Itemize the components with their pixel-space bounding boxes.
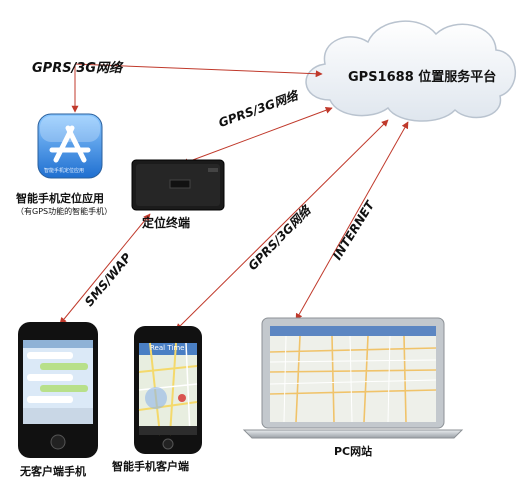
pc-title: PC网站: [334, 445, 373, 458]
arrow-internet: [295, 121, 409, 321]
laptop-device: [242, 317, 464, 439]
basic-phone-device: [18, 322, 98, 458]
gps-terminal-device: [131, 159, 225, 211]
terminal-title: 定位终端: [142, 216, 191, 230]
smart-phone-device: [134, 326, 202, 454]
platform-label: GPS1688 位置服务平台: [348, 70, 497, 85]
app-title: 智能手机定位应用: [16, 192, 104, 205]
app-store-icon: [37, 113, 103, 179]
cloud-platform: [305, 20, 516, 122]
arrow-gprs-top: [74, 63, 323, 78]
smart-phone-title: 智能手机客户端: [112, 460, 189, 473]
basic-phone-title: 无客户端手机: [20, 465, 86, 478]
app-subtitle: （有GPS功能的智能手机）: [16, 207, 113, 216]
app-icon-caption: 智能手机定位应用: [44, 168, 85, 174]
smartphone-screen-text: Real Time: [150, 344, 185, 352]
connection-lines: [59, 63, 409, 331]
arrow-sms-wap: [59, 213, 151, 325]
link-label-gprs-top: GPRS/3G网络: [32, 61, 123, 76]
